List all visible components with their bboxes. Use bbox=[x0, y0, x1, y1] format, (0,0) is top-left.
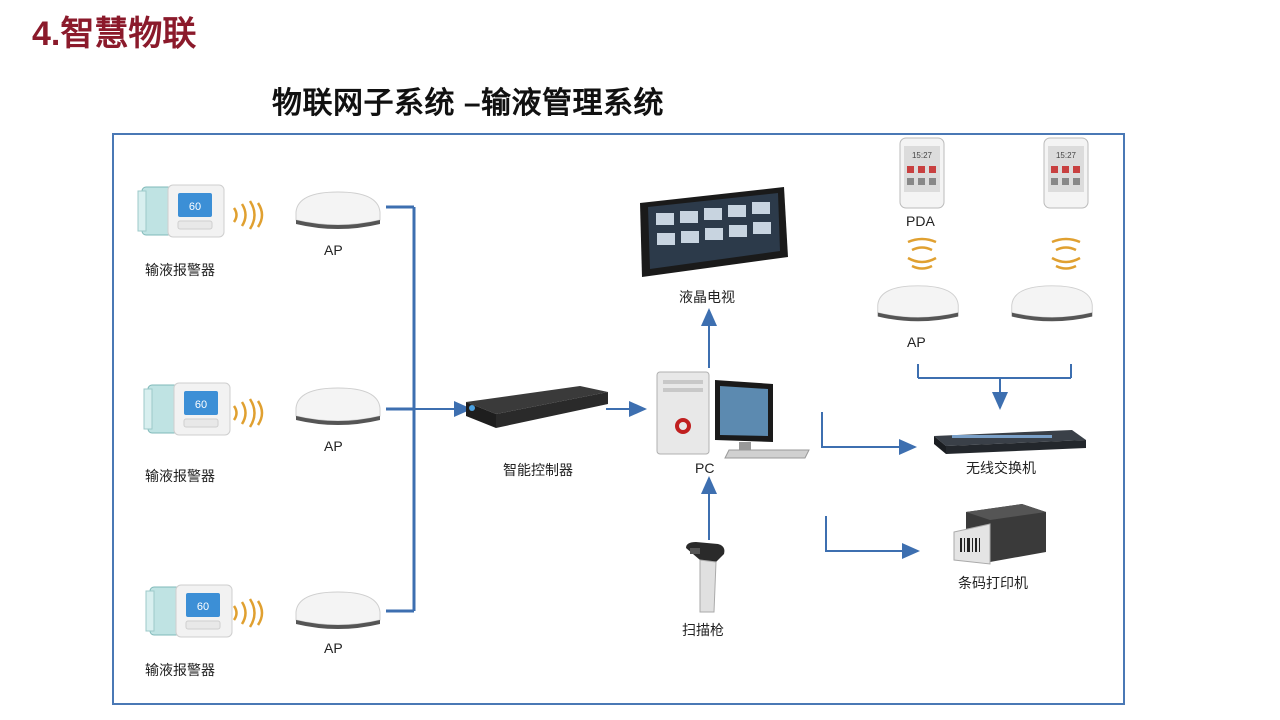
ap-device-5 bbox=[1011, 285, 1093, 322]
tv-label: 液晶电视 bbox=[679, 289, 735, 305]
scanner-label: 扫描枪 bbox=[682, 622, 724, 638]
ap-label-3: AP bbox=[324, 640, 343, 656]
wifi-signal-icon bbox=[1051, 237, 1081, 270]
ap-device-1 bbox=[295, 191, 381, 229]
slide-title: 4.智慧物联 bbox=[32, 15, 197, 53]
pc-to-printer-arrow bbox=[825, 516, 920, 559]
infusion-alarm-label-3: 输液报警器 bbox=[145, 662, 215, 678]
infusion-alarm-label-2: 输液报警器 bbox=[145, 468, 215, 484]
wifi-signal-icon bbox=[232, 598, 264, 628]
wireless-switch-device bbox=[934, 430, 1086, 454]
controller-label: 智能控制器 bbox=[503, 462, 573, 478]
alarm-screen-value: 60 bbox=[195, 399, 207, 411]
pc-device bbox=[656, 371, 810, 459]
alarm-screen-value: 60 bbox=[197, 601, 209, 613]
infusion-alarm-1: 60 bbox=[137, 184, 225, 238]
alarm-screen-value: 60 bbox=[189, 201, 201, 213]
pc-to-switch-arrow bbox=[821, 412, 917, 455]
infusion-alarm-3: 60 bbox=[145, 584, 233, 638]
printer-label: 条码打印机 bbox=[958, 575, 1028, 591]
ap-label-1: AP bbox=[324, 242, 343, 258]
wifi-signal-icon bbox=[232, 398, 264, 428]
infusion-alarm-label-1: 输液报警器 bbox=[145, 262, 215, 278]
lcd-tv-device bbox=[640, 187, 788, 277]
infusion-alarm-2: 60 bbox=[143, 382, 231, 436]
pda-device-1: 15:27 bbox=[899, 137, 945, 209]
pda-clock: 15:27 bbox=[1056, 151, 1077, 160]
pc-label: PC bbox=[695, 460, 715, 476]
barcode-printer-device bbox=[953, 504, 1046, 565]
ap-label-4: AP bbox=[907, 334, 926, 350]
ap-device-2 bbox=[295, 387, 381, 425]
diagram-frame bbox=[112, 133, 1125, 705]
ap-device-4 bbox=[877, 285, 959, 322]
switch-label: 无线交换机 bbox=[966, 460, 1036, 476]
smart-controller-device bbox=[466, 386, 608, 428]
barcode-scanner-device bbox=[686, 542, 725, 613]
pda-device-2: 15:27 bbox=[1043, 137, 1089, 209]
wifi-signal-icon bbox=[907, 237, 937, 270]
pda-label: PDA bbox=[906, 213, 935, 229]
diagram-title: 物联网子系统 –输液管理系统 bbox=[272, 87, 665, 120]
ap-label-2: AP bbox=[324, 438, 343, 454]
wifi-signal-icon bbox=[232, 200, 264, 230]
ap-device-3 bbox=[295, 591, 381, 629]
pda-clock: 15:27 bbox=[912, 151, 933, 160]
